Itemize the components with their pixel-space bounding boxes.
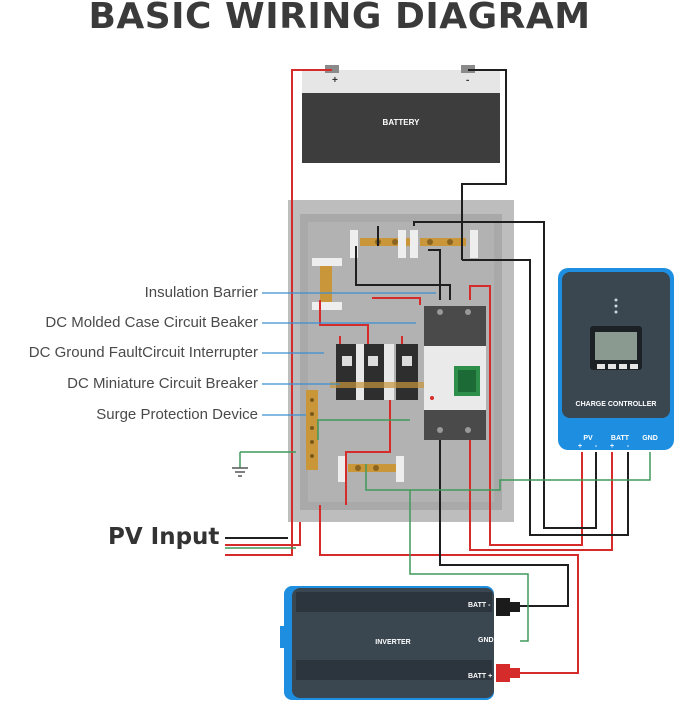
- label-insulation-barrier: Insulation Barrier: [144, 284, 258, 301]
- diagram-title: BASIC WIRING DIAGRAM: [88, 0, 591, 37]
- inverter-batt-plus: BATT +: [468, 673, 492, 680]
- label-molded-case-breaker: DC Molded Case Circuit Beaker: [45, 314, 258, 331]
- inverter-batt-minus: BATT -: [468, 602, 491, 609]
- battery-label: BATTERY: [383, 118, 421, 127]
- cc-pv-minus: -: [595, 443, 598, 450]
- ground-symbol: [232, 452, 248, 477]
- wires-positive: [225, 69, 613, 674]
- cc-batt-minus: -: [627, 443, 630, 450]
- label-miniature-breaker: DC Miniature Circuit Breaker: [67, 375, 258, 392]
- miniature-breakers: [330, 344, 430, 400]
- charge-controller: CHARGE CONTROLLER PV BATT GND + - + -: [558, 268, 674, 450]
- battery-minus-sign: -: [466, 75, 469, 86]
- label-pointers: [262, 292, 436, 416]
- cc-pv-plus: +: [578, 443, 582, 450]
- inverter: INVERTER BATT - GND BATT +: [280, 586, 520, 700]
- cc-terminal-gnd: GND: [642, 435, 658, 442]
- wires-ground: [225, 419, 651, 642]
- bus-bar-bottom: [338, 456, 404, 482]
- inverter-gnd: GND: [478, 637, 494, 644]
- cc-terminal-batt: BATT: [611, 435, 630, 442]
- battery-plus-sign: +: [332, 75, 338, 86]
- wires-negative: [225, 69, 629, 607]
- inverter-label: INVERTER: [375, 639, 410, 646]
- charge-controller-label: CHARGE CONTROLLER: [576, 401, 657, 408]
- label-gfci: DC Ground FaultCircuit Interrupter: [28, 344, 258, 361]
- pv-input-label: PV Input: [108, 524, 220, 550]
- battery: + - BATTERY: [302, 65, 500, 163]
- label-surge-protection: Surge Protection Device: [96, 406, 258, 423]
- cc-batt-plus: +: [610, 443, 614, 450]
- surge-protection-device: [306, 390, 318, 470]
- cc-terminal-pv: PV: [583, 435, 593, 442]
- molded-case-breaker: [424, 306, 486, 440]
